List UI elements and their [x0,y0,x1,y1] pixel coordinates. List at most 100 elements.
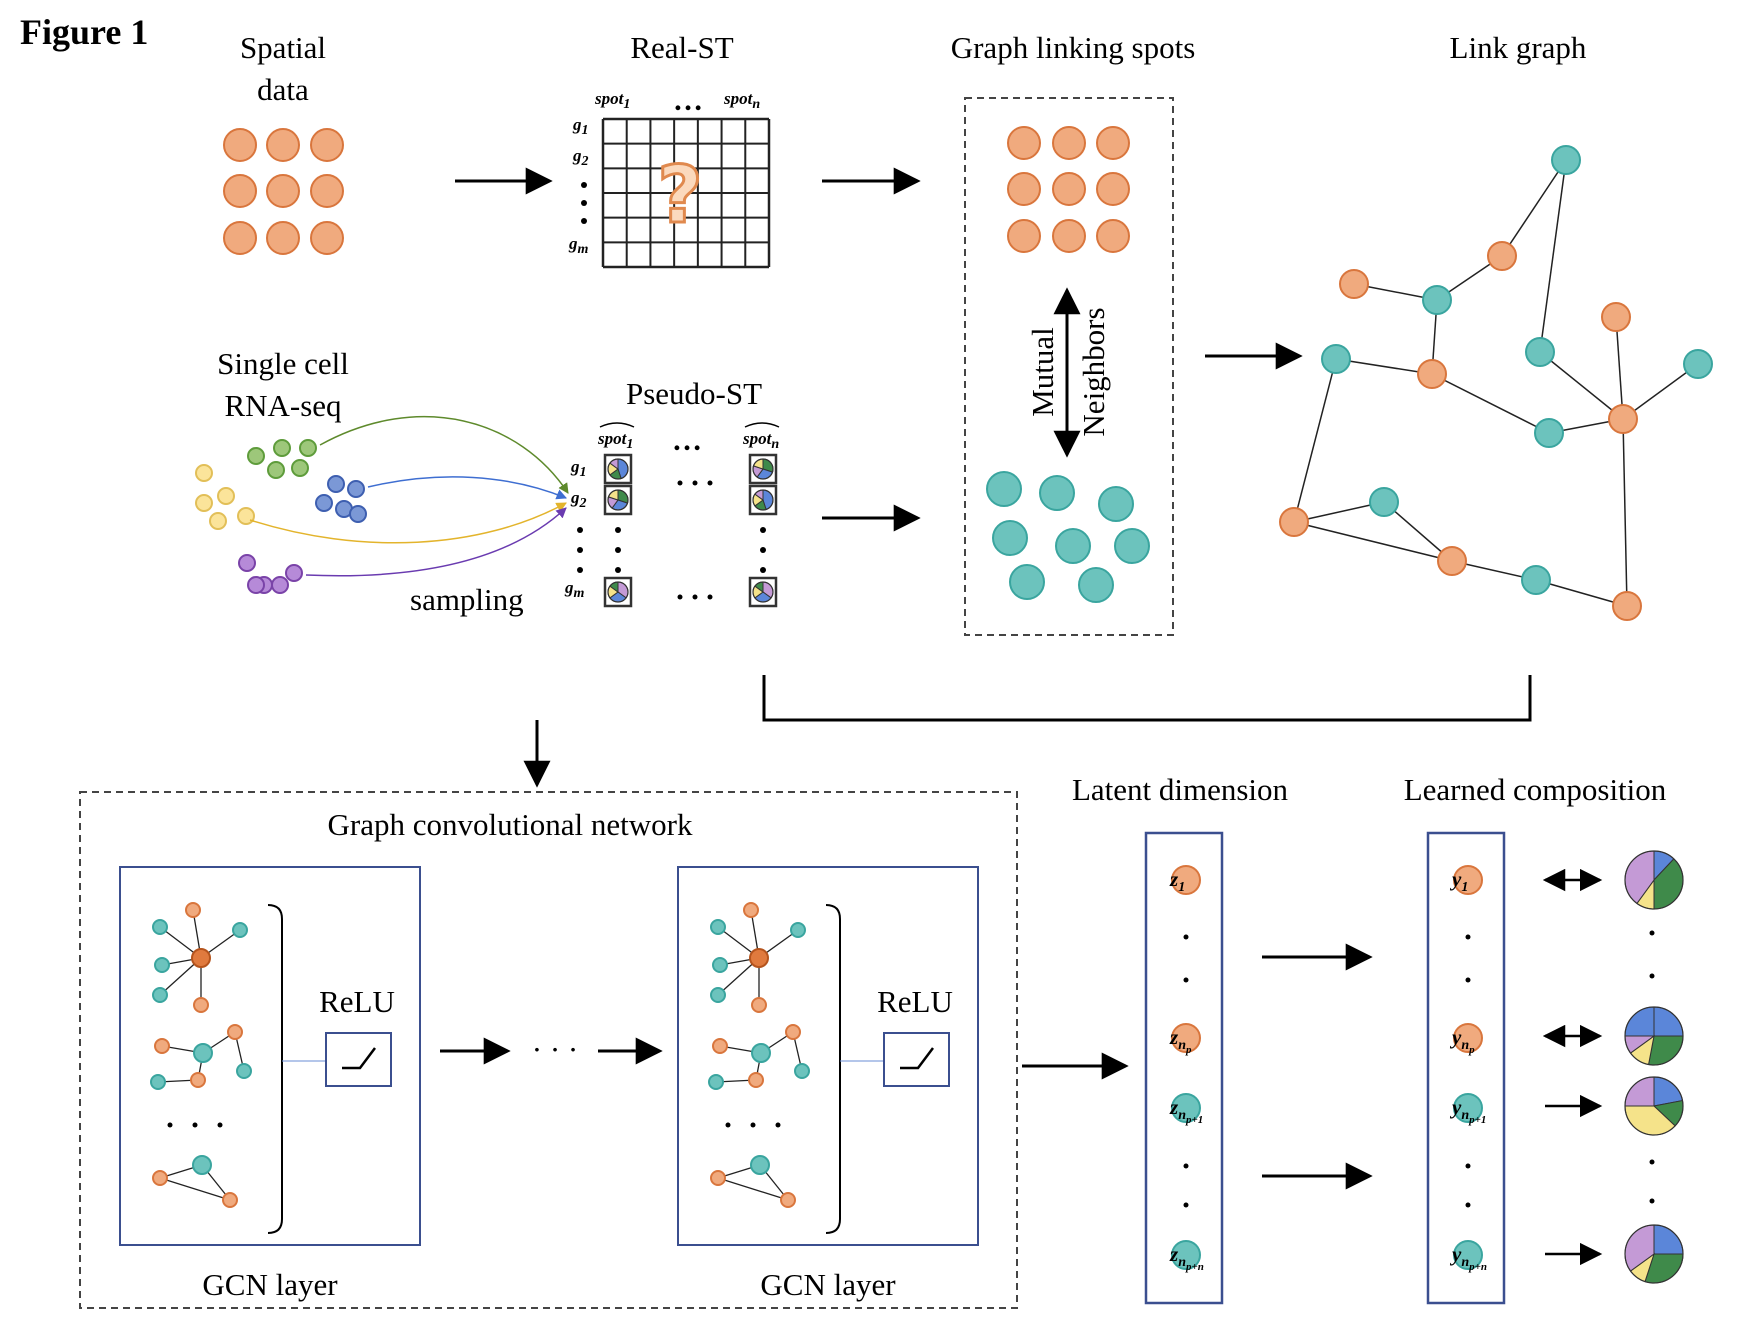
composition-var-subsub: p+n [1468,1261,1487,1273]
gcn-node [193,997,209,1013]
latent-dot [1183,1163,1189,1169]
composition-var: y1 [1449,867,1468,895]
cell-purple [271,576,289,594]
gcn-node [152,919,168,935]
link-node-real [1417,359,1447,389]
pseudo-col-dot [760,547,766,553]
link-edge [1622,363,1699,420]
relu-label: ReLU [319,984,395,1019]
gcn-node [227,1024,243,1040]
composition-var-sub: n [1461,1038,1469,1053]
neighbors-label: Neighbors [1076,307,1111,436]
pie-dot [1649,1198,1655,1204]
link-edge [1335,358,1433,375]
gcn-bracket [825,904,841,1234]
link-edge [1293,521,1453,562]
gcn-layer-frame [677,866,979,1246]
sampling-arrow-purple [305,507,567,577]
gcn-center-node [751,1043,771,1063]
gcn-layer-frame [119,866,421,1246]
spatial-spot [266,221,300,255]
cell-purple [238,554,256,572]
composition-pie-outline [1624,1076,1684,1136]
composition-var-bg [1453,865,1483,895]
spatial-spot [223,221,257,255]
gcn-edge [717,1177,789,1201]
graph-pseudo-spot [1114,528,1150,564]
pseudo-col-dot [615,547,621,553]
pseudo-mid-dot [677,480,683,486]
gcn-ellipsis-dot [775,1122,781,1128]
graph-pseudo-spot [1078,567,1114,603]
graph-pseudo-spot [1055,528,1091,564]
sampling-arrow-yellow [249,502,567,544]
pseudo-col-dot [760,567,766,573]
latent-column [1144,831,1224,1305]
gcn-layer-label: GCN layer [202,1267,338,1302]
composition-var-subsub: p [1468,1044,1475,1056]
pseudo-st-matrix [577,453,778,608]
composition-pie-outline [1624,850,1684,910]
spatial-spot [310,128,344,162]
pseudo-cell-pie-outline [752,458,774,480]
link-graph-title: Link graph [1450,30,1587,65]
spatial-spot [310,221,344,255]
pseudo-col-ellipsis: … [672,424,702,457]
link-edge [1535,579,1628,607]
latent-var-bg [1171,1023,1201,1053]
pseudo-cell-pie-outline [607,458,629,480]
composition-var-subsub: p+1 [1468,1114,1486,1126]
latent-var-bg [1171,865,1201,895]
composition-var-bg [1453,1240,1483,1270]
graph-pseudo-spot [1098,486,1134,522]
cell-green [247,447,265,465]
composition-dot [1465,934,1471,940]
cell-purple [247,576,265,594]
pseudo-row-dot [577,527,583,533]
cell-blue [349,505,367,523]
relu-icon [342,1047,376,1070]
sc-title-line2: RNA-seq [224,388,341,423]
gcn-node [780,1192,796,1208]
realst-row-dot [581,218,587,224]
link-node-real [1612,591,1642,621]
composition-column [1426,831,1506,1305]
realst-col-last: spotn [723,89,760,112]
link-edge [1293,501,1385,523]
link-edge [1539,159,1567,353]
pie-dot [1649,1159,1655,1165]
latent-var-base: z [1169,1242,1179,1266]
gcn-ellipsis-dot [217,1122,223,1128]
relu-box [325,1032,392,1087]
pseudo-row-gm: gm [564,578,585,601]
pseudo-title: Pseudo-ST [626,376,762,411]
latent-var-sub: n [1178,1255,1186,1270]
composition-dot [1465,1202,1471,1208]
composition-var-base: y [1449,1095,1462,1119]
composition-var-bg [1453,1023,1483,1053]
gcn-node [232,922,248,938]
latent-var-subsub: p+n [1185,1261,1204,1273]
latent-var: z1 [1169,867,1185,895]
gcn-bracket [267,904,283,1234]
gcn-center-node [192,1155,212,1175]
relu-box [883,1032,950,1087]
composition-var-sub: 1 [1461,880,1468,895]
graph-pseudo-spot [992,520,1028,556]
link-node-real [1279,507,1309,537]
gcn-title: Graph convolutional network [327,807,693,842]
graph-real-spot [1052,126,1086,160]
pie-dot [1649,930,1655,936]
composition-title: Learned composition [1404,772,1667,807]
latent-title: Latent dimension [1072,772,1289,807]
gcn-node [751,997,767,1013]
gcn-center-node [191,948,211,968]
gcn-node [712,957,728,973]
pseudo-mid-dot [677,594,683,600]
realst-row-dot [581,200,587,206]
graph-real-spot [1007,219,1041,253]
pseudo-cell-pie-outline [607,581,629,603]
link-node-pseudo [1521,565,1551,595]
